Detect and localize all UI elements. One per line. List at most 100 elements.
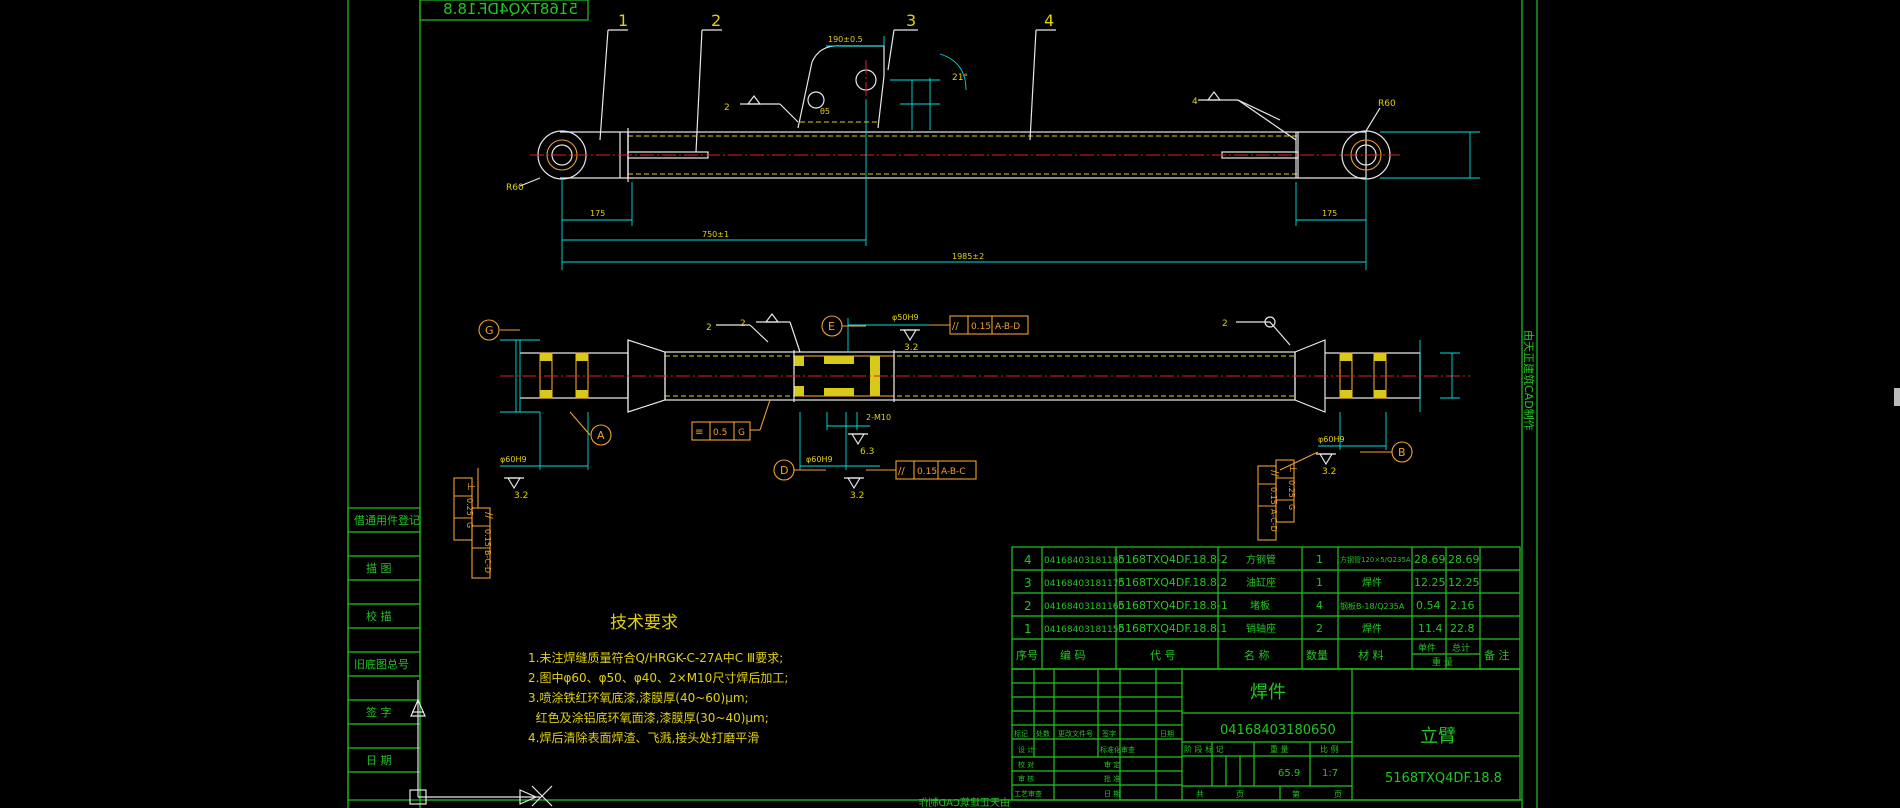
- tb-role-r0: 标准化审查: [1100, 745, 1135, 754]
- bom-r2-code: 04168403181160: [1044, 602, 1124, 612]
- bom-r1-qty: 1: [1316, 576, 1323, 589]
- tb-rev-0: 标记: [1014, 729, 1028, 738]
- bom-h-note: 备 注: [1484, 648, 1510, 662]
- tb-weight: 65.9: [1278, 768, 1300, 779]
- tb-scale: 1:7: [1322, 768, 1338, 779]
- tol-0-val: 0.15: [971, 322, 991, 332]
- bom-r1-name: 油缸座: [1246, 576, 1276, 589]
- mirrored-code-box: [419, 0, 589, 21]
- strip-label-1: 描 图: [366, 561, 392, 575]
- bom-r3-material: 焊件: [1362, 623, 1382, 635]
- tb-rev-3: 签字: [1102, 729, 1116, 738]
- strip-label-2: 校 描: [366, 609, 392, 623]
- rough-1: 3.2: [850, 491, 864, 501]
- tol-4-ref: G: [465, 522, 474, 528]
- tb-role-2: 审 核: [1018, 774, 1034, 783]
- bom-r0-qty: 1: [1316, 553, 1323, 566]
- left-record-strip: [347, 507, 421, 801]
- rough-4: 6.3: [860, 447, 874, 457]
- bom-r0-total: 28.69: [1448, 553, 1480, 566]
- tol-5-ref: A-C-D: [1269, 509, 1278, 532]
- bom-h-name: 名 称: [1244, 648, 1270, 662]
- tb-rev-2: 更改文件号: [1058, 729, 1093, 738]
- bore-1: φ50H9: [892, 313, 919, 322]
- bom-r1-no: 3: [1024, 576, 1032, 590]
- dim-hole: θ5: [820, 107, 830, 116]
- bom-h-material: 材 料: [1358, 648, 1384, 662]
- tech-line-3: 红色及涂铝底环氧面漆,漆膜厚(30~40)μm;: [528, 710, 769, 725]
- tol-2-ref: G: [738, 428, 745, 438]
- tb-stage-2: 比 例: [1320, 744, 1339, 754]
- tech-line-4: 4.焊后清除表面焊渣、飞溅,接头处打磨平滑: [528, 730, 759, 745]
- datum-a: A: [597, 429, 605, 442]
- tol-1-sym: //: [898, 466, 905, 477]
- tol-2-val: 0.5: [713, 428, 727, 438]
- strip-label-5: 日 期: [366, 754, 392, 767]
- bom-r3-total: 22.8: [1450, 622, 1475, 635]
- tb-role-r1: 审 定: [1104, 760, 1120, 769]
- tol-5-sym: //: [1269, 470, 1280, 477]
- dim-r60-right: R60: [1378, 99, 1396, 109]
- datum-e: E: [828, 320, 835, 333]
- balloon-3: 3: [906, 11, 916, 30]
- weld-top-right: 4: [1192, 97, 1198, 107]
- bom-r3-qty: 2: [1316, 622, 1323, 635]
- bom-r3-name: 销轴座: [1246, 622, 1276, 635]
- bom-r0-no: 4: [1024, 553, 1032, 567]
- bom-r3-unit: 11.4: [1418, 622, 1443, 635]
- tech-line-1: 2.图中φ60、φ50、φ40、2×M10尺寸焊后加工;: [528, 670, 788, 685]
- dim-750: 750±1: [702, 230, 729, 239]
- bom-r3-code: 04168403181150: [1044, 625, 1124, 635]
- weld-bottom-0: 2: [740, 319, 746, 329]
- rough-2: 3.2: [1322, 467, 1336, 477]
- side-caption: 由天正建筑CAD制作: [1522, 330, 1536, 431]
- scrollbar-thumb[interactable]: [1894, 388, 1900, 406]
- tech-line-0: 1.未注焊缝质量符合Q/HRGK-C-27A中C Ⅲ要求;: [528, 650, 783, 665]
- tb-role-0: 设 计: [1018, 745, 1034, 754]
- bom-r3-no: 1: [1024, 622, 1032, 636]
- tb-role-1: 校 对: [1018, 760, 1034, 769]
- tb-rev-1: 处数: [1036, 729, 1050, 738]
- bom-r0-code: 04168403181180: [1044, 556, 1124, 566]
- bore-2: φ60H9: [806, 455, 833, 464]
- tb-stage-0: 阶 段 标 记: [1184, 744, 1224, 754]
- dim-overall: 1985±2: [952, 252, 984, 261]
- tol-frame-5: // 0.15 A-C-D: [1257, 465, 1280, 541]
- balloon-2: 2: [711, 11, 721, 30]
- dim-175-left: 175: [590, 209, 605, 218]
- bom-h-part: 代 号: [1150, 649, 1176, 662]
- bom-r1-total: 12.25: [1448, 576, 1480, 589]
- tol-4-sym: ⊥: [465, 482, 476, 491]
- tol-0-sym: //: [952, 321, 959, 332]
- weld-bottom-2: 2: [706, 323, 712, 333]
- bom-r1-code: 04168403181170: [1044, 579, 1124, 589]
- tech-line-2: 3.喷涂铁红环氧底漆,漆膜厚(40~60)μm;: [528, 690, 749, 705]
- bore-0: φ60H9: [500, 455, 527, 464]
- bom-r0-unit: 28.69: [1414, 553, 1446, 566]
- strip-label-0: 借通用件登记: [354, 513, 420, 527]
- tb-part-name: 立臂: [1420, 726, 1456, 747]
- datum-g: G: [485, 324, 494, 337]
- strip-label-3: 旧底图总号: [354, 657, 409, 671]
- tb-sheet-3: 页: [1334, 790, 1342, 799]
- bom-r2-material: 钢板B-18/Q235A: [1340, 601, 1405, 611]
- bom-r2-unit: 0.54: [1416, 599, 1441, 612]
- tol-3-ref: B-C-D: [483, 550, 492, 573]
- strip-label-4: 签 字: [366, 705, 392, 719]
- bom-h-unit: 单件: [1418, 642, 1436, 654]
- tol-0-ref: A-B-D: [995, 322, 1020, 332]
- bom-h-code: 编 码: [1060, 648, 1086, 662]
- bom-r1-material: 焊件: [1362, 577, 1382, 589]
- bom-h-weight: 重 量: [1432, 656, 1453, 668]
- tb-part-number: 5168TXQ4DF.18.8: [1385, 771, 1502, 786]
- tb-role-r2: 批 准: [1104, 774, 1120, 783]
- tb-type: 焊件: [1250, 682, 1286, 703]
- bom-h-no: 序号: [1016, 648, 1038, 662]
- tol-6-ref: G: [1287, 504, 1296, 510]
- tb-sheet-0: 共: [1196, 790, 1204, 799]
- tol-frame-6: ⊥ 0.25 G: [1275, 459, 1298, 523]
- bottom-caption: 由天正建筑CAD制作: [918, 796, 1010, 808]
- balloon-1: 1: [618, 11, 628, 30]
- tol-2-sym: ≡: [695, 427, 703, 438]
